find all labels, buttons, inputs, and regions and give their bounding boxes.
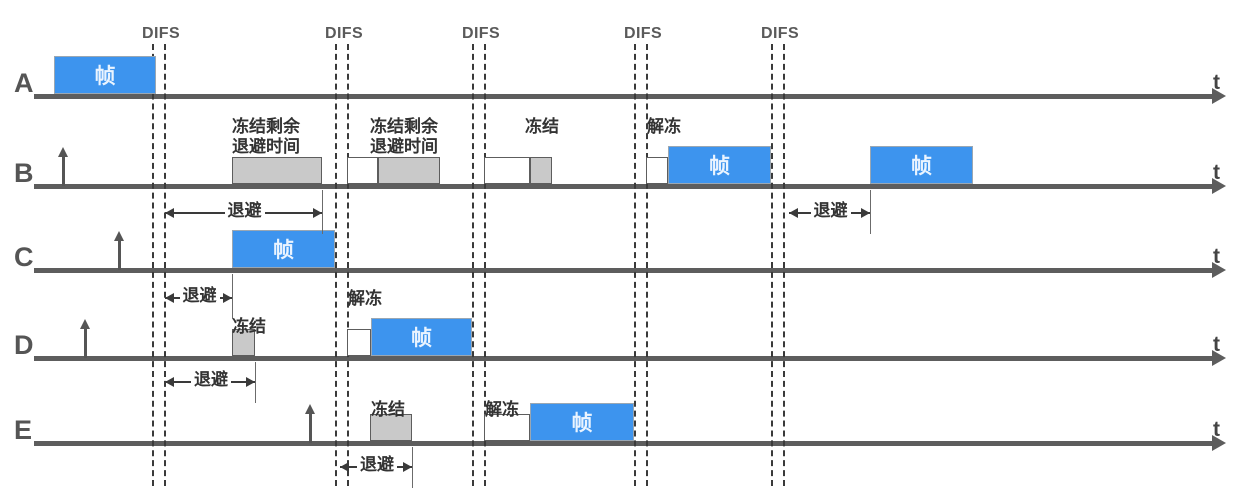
block-caption: 解冻	[348, 289, 382, 308]
axis-label-d: t	[1213, 333, 1220, 356]
frame-block: 帧	[668, 146, 771, 184]
frame-block-label: 帧	[709, 155, 730, 178]
difs-label-2: DIFS	[325, 25, 364, 42]
thaw-block	[347, 329, 371, 356]
difs-line-5-1	[771, 44, 773, 486]
backoff-tick	[232, 274, 233, 319]
thaw-block	[347, 157, 378, 184]
frame-arrival-arrow-d	[80, 319, 90, 358]
frame-block-label: 帧	[911, 155, 932, 178]
axis-label-a: t	[1213, 71, 1220, 94]
frame-block: 帧	[530, 403, 634, 441]
difs-label-3: DIFS	[462, 25, 501, 42]
block-caption: 解冻	[647, 117, 681, 136]
freeze-block	[370, 414, 412, 441]
difs-label-1: DIFS	[142, 25, 181, 42]
difs-label-5: DIFS	[761, 25, 800, 42]
thaw-block	[484, 414, 530, 441]
difs-line-2-2	[347, 44, 349, 486]
thaw-block	[646, 157, 668, 184]
timeline-axis-a	[34, 94, 1214, 99]
axis-arrow-c	[1212, 262, 1226, 278]
difs-line-3-2	[484, 44, 486, 486]
block-caption: 解冻	[485, 400, 519, 419]
axis-label-c: t	[1213, 245, 1220, 268]
station-label-b: B	[14, 158, 34, 188]
block-caption: 冻结	[371, 400, 405, 419]
backoff-label: 退避	[179, 287, 220, 305]
backoff-label: 退避	[810, 202, 851, 220]
difs-line-2-1	[335, 44, 337, 486]
backoff-tick	[255, 362, 256, 403]
axis-arrow-e	[1212, 435, 1226, 451]
axis-arrow-a	[1212, 88, 1226, 104]
axis-arrow-d	[1212, 350, 1226, 366]
frame-block-label: 帧	[94, 65, 116, 88]
frame-block-label: 帧	[273, 239, 294, 262]
freeze-block	[232, 329, 255, 356]
freeze-block	[530, 157, 552, 184]
station-label-e: E	[14, 415, 33, 445]
backoff-label: 退避	[224, 202, 265, 220]
block-caption: 冻结剩余 退避时间	[232, 117, 300, 156]
station-label-a: A	[14, 68, 34, 98]
frame-block: 帧	[870, 146, 973, 184]
timeline-axis-c	[34, 268, 1214, 273]
backoff-tick	[322, 190, 323, 234]
frame-arrival-arrow-e	[305, 404, 315, 443]
station-label-c: C	[14, 242, 34, 272]
frame-block-label: 帧	[571, 412, 593, 435]
difs-line-4-1	[634, 44, 636, 486]
freeze-block	[378, 157, 440, 184]
block-caption: 冻结	[525, 117, 559, 136]
backoff-tick	[412, 447, 413, 488]
timeline-axis-d	[34, 356, 1214, 361]
frame-block: 帧	[232, 230, 335, 268]
block-caption: 冻结剩余 退避时间	[370, 117, 438, 156]
difs-label-4: DIFS	[624, 25, 663, 42]
block-caption: 冻结	[232, 317, 266, 336]
thaw-block	[484, 157, 530, 184]
difs-line-1-1	[152, 44, 154, 486]
backoff-label: 退避	[191, 371, 231, 389]
frame-block: 帧	[54, 56, 156, 94]
difs-line-5-2	[783, 44, 785, 486]
frame-arrival-arrow-b	[58, 147, 68, 186]
frame-arrival-arrow-c	[114, 231, 124, 270]
station-label-d: D	[14, 330, 34, 360]
frame-block: 帧	[371, 318, 472, 356]
frame-block-label: 帧	[411, 327, 432, 350]
backoff-tick	[870, 190, 871, 234]
axis-label-e: t	[1213, 418, 1220, 441]
difs-line-3-1	[472, 44, 474, 486]
difs-line-1-2	[164, 44, 166, 486]
timeline-axis-b	[34, 184, 1214, 189]
timeline-axis-e	[34, 441, 1214, 446]
difs-line-4-2	[646, 44, 648, 486]
axis-arrow-b	[1212, 178, 1226, 194]
axis-label-b: t	[1213, 161, 1220, 184]
freeze-block	[232, 157, 322, 184]
backoff-label: 退避	[357, 456, 397, 474]
